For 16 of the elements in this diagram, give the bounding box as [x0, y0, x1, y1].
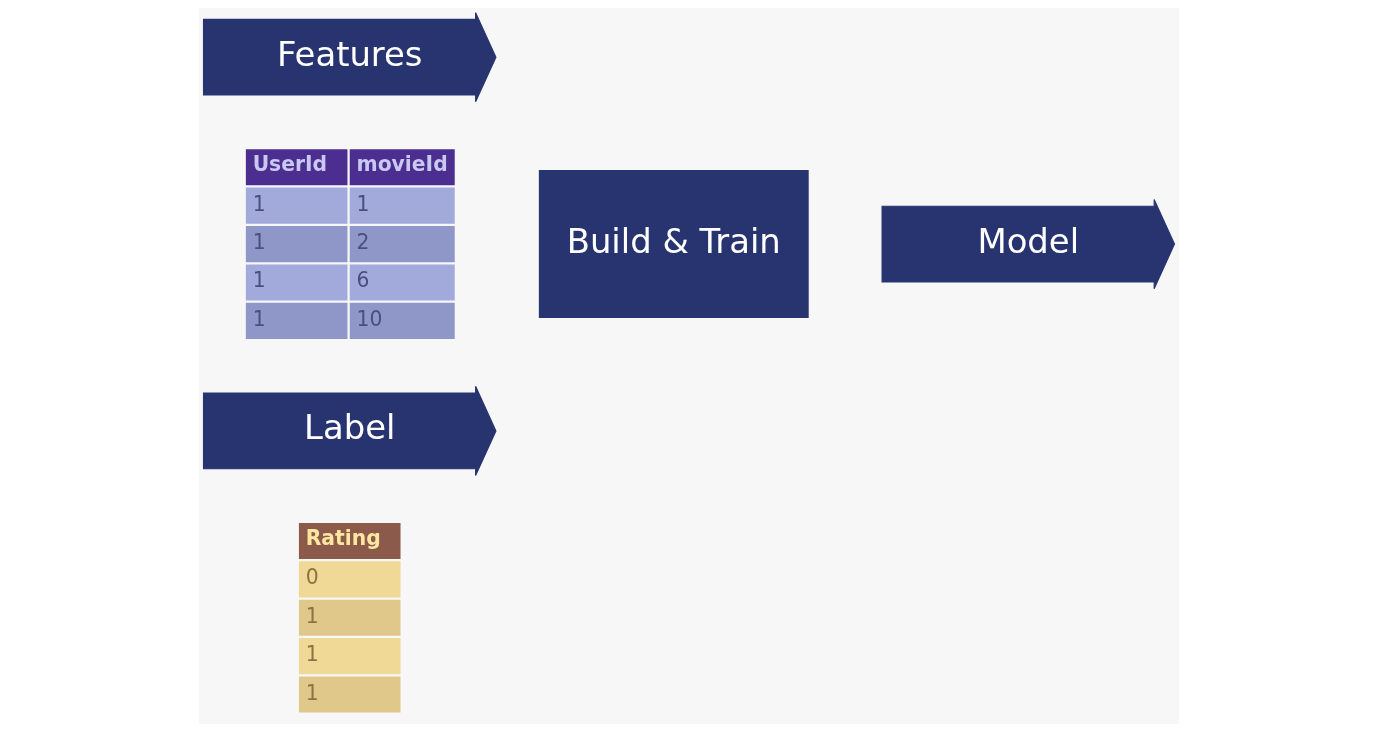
label: 10: [356, 306, 383, 331]
label: 1: [356, 191, 370, 216]
label: 6: [356, 268, 370, 293]
label: 1: [252, 268, 266, 293]
node-box: Build & Train: [538, 170, 809, 318]
label: 0: [305, 565, 319, 590]
label: 1: [252, 230, 266, 255]
label: movieId: [356, 152, 448, 177]
label: Rating: [305, 525, 381, 550]
label: 1: [305, 603, 319, 628]
label: 1: [252, 306, 266, 331]
label: UserId: [252, 152, 328, 177]
label: 1: [305, 680, 319, 705]
label: 2: [356, 230, 370, 255]
label: 1: [305, 642, 319, 667]
label: 1: [252, 191, 266, 216]
